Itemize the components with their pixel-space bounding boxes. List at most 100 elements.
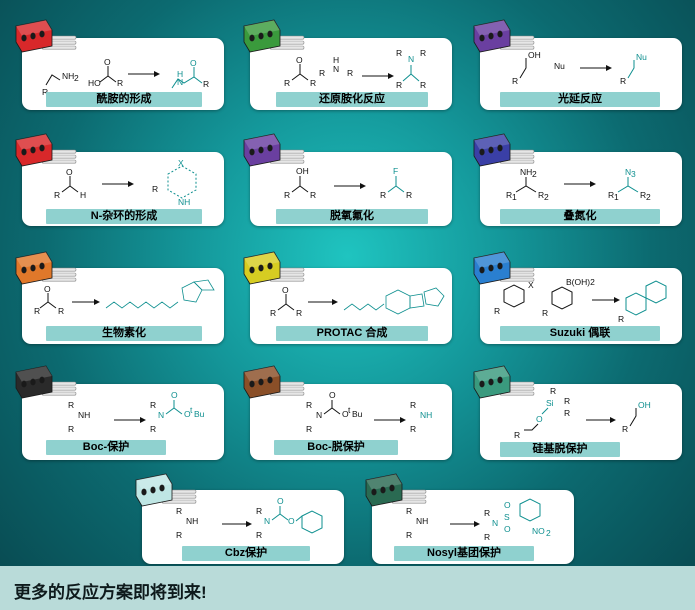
r-group: R bbox=[42, 87, 48, 97]
card-label: N-杂环的形成 bbox=[46, 209, 202, 224]
cartridge-top bbox=[366, 474, 402, 490]
r-group: R bbox=[270, 308, 276, 318]
r-group: R bbox=[506, 190, 512, 200]
cartridge-hole bbox=[479, 148, 485, 156]
cartridge-top bbox=[244, 134, 280, 150]
r-group: R bbox=[310, 190, 316, 200]
card-label: 叠氮化 bbox=[500, 209, 660, 224]
card-label: Cbz保护 bbox=[182, 546, 310, 561]
r-group: R bbox=[176, 506, 182, 516]
card-label: Boc-脱保护 bbox=[274, 440, 398, 455]
fluorine-label: F bbox=[393, 166, 398, 176]
card-silyl-deprotection: R Si R R O R OH R 硅基脱保护 bbox=[480, 384, 682, 460]
card-n-heterocycle: O R H X NH R N-杂环的形成 bbox=[22, 152, 224, 226]
scheme-azidation: NH 2 R 1 R 2 N 3 R 1 R 2 bbox=[506, 167, 651, 202]
carbonyl-o: O bbox=[190, 58, 197, 68]
cartridge-hole bbox=[30, 32, 36, 40]
x-label: X bbox=[178, 158, 184, 168]
cartridge-reductive-amination bbox=[243, 19, 305, 53]
scheme-reductive-amination: O R R R H N R R N R R R bbox=[284, 48, 426, 90]
cartridge-hole bbox=[267, 144, 273, 152]
n-label: N bbox=[316, 410, 322, 420]
r-group: R bbox=[319, 68, 325, 78]
cartridge-n-heterocycle bbox=[15, 133, 77, 167]
r-group: R bbox=[306, 424, 312, 434]
subscript: 2 bbox=[532, 169, 537, 179]
cartridge-top bbox=[16, 20, 52, 36]
subscript: 3 bbox=[631, 169, 636, 179]
n-label: N bbox=[177, 77, 183, 87]
footer-text: 更多的反应方案即将到来! bbox=[14, 583, 207, 602]
cartridge-hole bbox=[258, 32, 264, 40]
nucleophile-label: Nu bbox=[554, 61, 565, 71]
carbonyl-o: O bbox=[282, 285, 289, 295]
scheme-mitsunobu: OH R Nu Nu R bbox=[512, 50, 647, 86]
card-label: 酰胺的形成 bbox=[46, 92, 202, 107]
halide-label: X bbox=[528, 280, 534, 290]
cartridge-top bbox=[244, 252, 280, 268]
cartridge-boc-protection bbox=[15, 365, 77, 399]
carbonyl-o: O bbox=[104, 57, 111, 67]
sulfonyl-o: O bbox=[504, 500, 511, 510]
r-group: R bbox=[640, 190, 646, 200]
r-group: R bbox=[406, 506, 412, 516]
carbonyl-o: O bbox=[296, 55, 303, 65]
r-group: R bbox=[484, 508, 490, 518]
r-group: R bbox=[150, 424, 156, 434]
scheme-nosyl-protection: R NH R R N R S O O NO 2 bbox=[406, 498, 551, 542]
carbonyl-o: O bbox=[329, 390, 336, 400]
carbonyl-o: O bbox=[44, 284, 51, 294]
r-group: R bbox=[306, 400, 312, 410]
cartridge-hole bbox=[21, 380, 27, 388]
cartridge-hole bbox=[30, 264, 36, 272]
r-group: R bbox=[68, 400, 74, 410]
carbonyl-o: O bbox=[277, 496, 284, 506]
cartridge-cbz-protection bbox=[135, 473, 197, 507]
r-group: R bbox=[396, 80, 402, 90]
r-group: R bbox=[406, 190, 412, 200]
r-group: R bbox=[68, 424, 74, 434]
scheme-n-heterocycle: O R H X NH R bbox=[54, 158, 197, 207]
nh-label: NH bbox=[78, 410, 90, 420]
scheme-boc-deprotection: R N R O O t Bu R NH R bbox=[306, 390, 432, 434]
nh-label: NH bbox=[178, 197, 190, 207]
n-label: N bbox=[333, 64, 339, 74]
superscript: t bbox=[190, 405, 193, 415]
r-group: R bbox=[512, 76, 518, 86]
r-group: R bbox=[406, 530, 412, 540]
cartridge-azidation bbox=[473, 133, 535, 167]
cartridge-top bbox=[16, 252, 52, 268]
nitro-label: NO bbox=[532, 526, 545, 536]
ether-o: O bbox=[536, 414, 543, 424]
cartridge-suzuki bbox=[473, 251, 535, 285]
cartridge-hole bbox=[389, 484, 395, 492]
r-group: R bbox=[203, 79, 209, 89]
cartridge-hole bbox=[371, 488, 377, 496]
cartridge-hole bbox=[267, 30, 273, 38]
tbu-label: Bu bbox=[352, 409, 363, 419]
superscript: t bbox=[348, 405, 351, 415]
n-label: N bbox=[158, 410, 164, 420]
card-boc-protection: R NH R R N R O O t Bu Boc-保护 bbox=[22, 384, 224, 460]
cartridge-top bbox=[474, 134, 510, 150]
r-group: R bbox=[410, 400, 416, 410]
cartridge-hole bbox=[249, 380, 255, 388]
r-group: R bbox=[420, 80, 426, 90]
r-group: R bbox=[176, 530, 182, 540]
cartridge-hole bbox=[39, 262, 45, 270]
r-group: R bbox=[256, 506, 262, 516]
r-group: R bbox=[256, 530, 262, 540]
r-group: R bbox=[347, 68, 353, 78]
cartridge-hole bbox=[479, 266, 485, 274]
r-group: R bbox=[622, 424, 628, 434]
cartridge-top bbox=[474, 20, 510, 36]
hydroxyl-label: HO bbox=[88, 78, 101, 88]
cartridge-hole bbox=[258, 146, 264, 154]
subscript: 2 bbox=[544, 192, 549, 202]
card-azidation: NH 2 R 1 R 2 N 3 R 1 R 2 叠氮化 bbox=[480, 152, 682, 226]
scheme-biotinylation: O R R bbox=[34, 279, 215, 316]
cartridge-top bbox=[244, 366, 280, 382]
cartridge-hole bbox=[258, 378, 264, 386]
cartridge-hole bbox=[488, 32, 494, 40]
card-deoxyfluorination: OH R R F R R 脱氧氟化 bbox=[250, 152, 452, 226]
